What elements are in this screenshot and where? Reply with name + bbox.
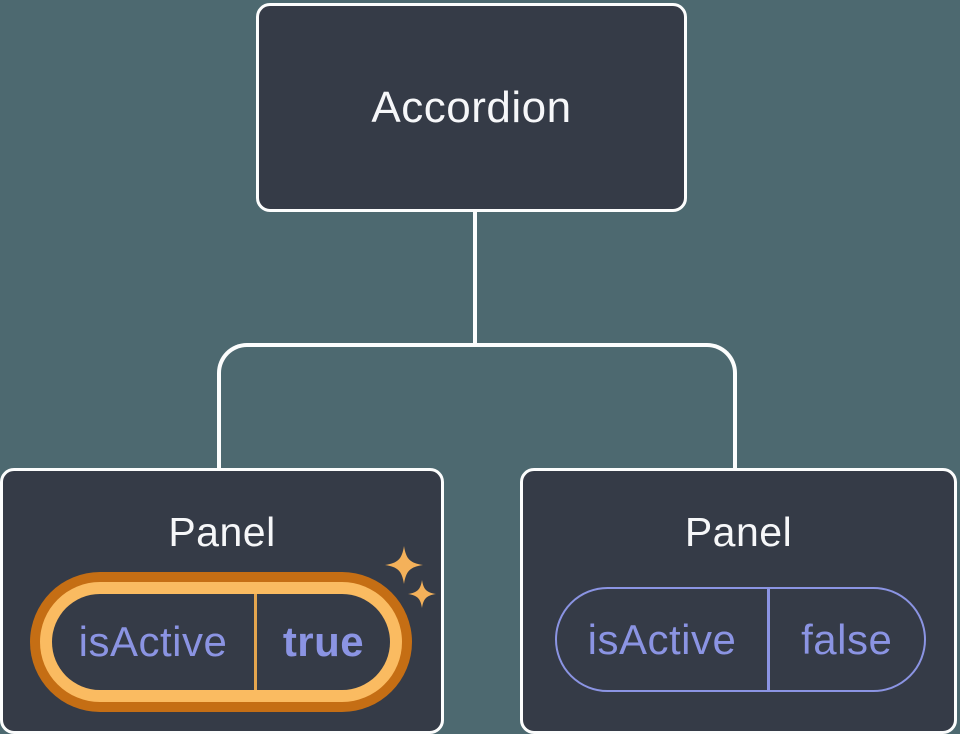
panel-label: Panel [684, 509, 793, 555]
state-key: isActive [78, 618, 228, 665]
accordion-node: Accordion [256, 3, 687, 212]
state-pill: isActive true [52, 594, 390, 690]
state-value: true [282, 618, 365, 665]
sparkle-large-icon [385, 546, 423, 584]
sparkles-icon [385, 546, 436, 608]
pill-divider [254, 594, 257, 690]
state-value: false [801, 615, 893, 663]
connector-branches [217, 343, 737, 470]
state-pill-highlight-inner: isActive true [40, 582, 402, 702]
panel-label: Panel [168, 509, 276, 555]
state-key: isActive [587, 615, 737, 663]
connector-stem [473, 210, 477, 347]
state-pill: isActive false [555, 587, 926, 692]
panel-node-inactive: Panel isActive false [520, 468, 957, 734]
state-pill-highlight: isActive true [30, 572, 412, 712]
pill-divider [767, 589, 770, 690]
sparkle-small-icon [408, 580, 436, 608]
accordion-label: Accordion [371, 82, 572, 132]
panel-node-active: Panel isActive true [0, 468, 444, 734]
